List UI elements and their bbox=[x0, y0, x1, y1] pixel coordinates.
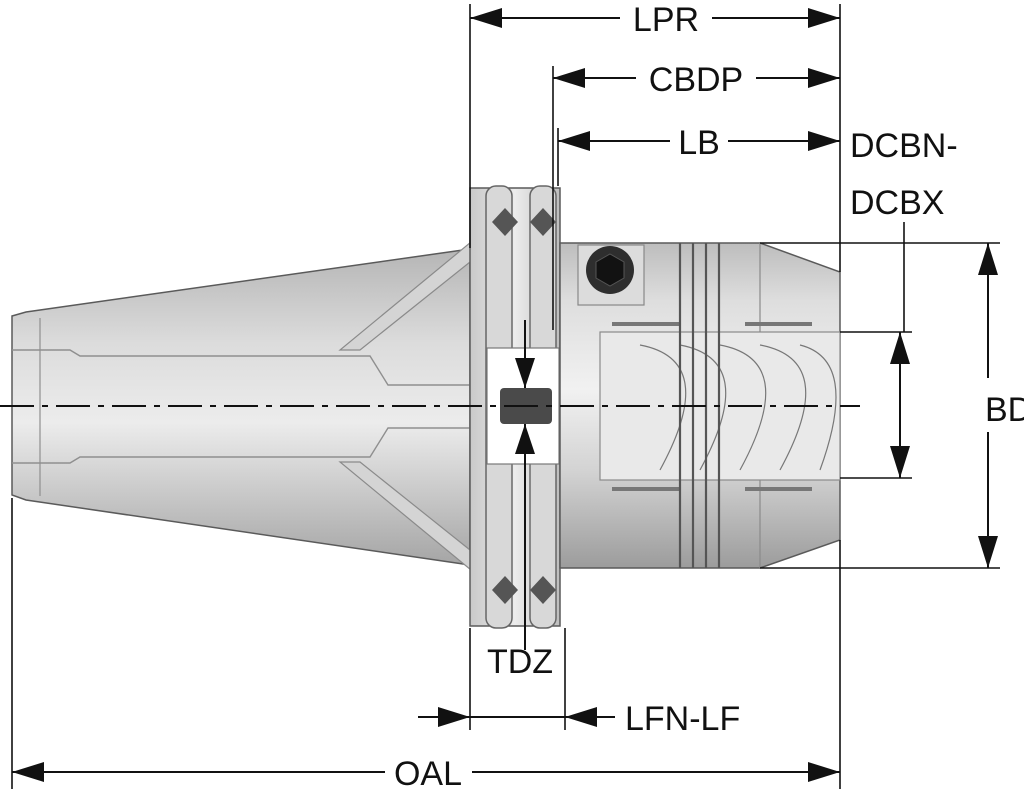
drive-slot-bottom-left bbox=[492, 576, 518, 604]
label-dcbn: DCBN- bbox=[850, 127, 958, 165]
drive-slot-bottom-right bbox=[530, 576, 556, 604]
label-dcbx: DCBX bbox=[850, 184, 944, 222]
label-lpr: LPR bbox=[633, 1, 699, 39]
dimension-tdz: TDZ bbox=[487, 320, 553, 681]
drive-slot-top-left bbox=[492, 208, 518, 236]
helical-flutes bbox=[639, 344, 837, 471]
inner-bore-contour bbox=[12, 349, 480, 386]
extension-lines bbox=[11, 4, 1000, 789]
dimension-lb: LB bbox=[558, 124, 840, 162]
dimension-oal: OAL bbox=[12, 755, 840, 789]
inner-bore-contour-lower bbox=[12, 427, 480, 464]
label-lfn-lf: LFN-LF bbox=[625, 700, 740, 738]
dimension-lpr: LPR bbox=[470, 1, 840, 39]
label-lb: LB bbox=[678, 124, 720, 162]
drive-slot-top-right bbox=[530, 208, 556, 236]
dimension-dcbn-dcbx: DCBN- DCBX bbox=[850, 127, 958, 478]
label-cbdp: CBDP bbox=[649, 61, 743, 99]
label-tdz: TDZ bbox=[487, 643, 553, 681]
dimension-lfn-lf: LFN-LF bbox=[418, 700, 740, 738]
dimension-bd1: BD1 bbox=[978, 243, 1024, 568]
label-bd1: BD1 bbox=[985, 391, 1024, 429]
dimension-cbdp: CBDP bbox=[553, 61, 840, 99]
label-oal: OAL bbox=[394, 755, 462, 789]
